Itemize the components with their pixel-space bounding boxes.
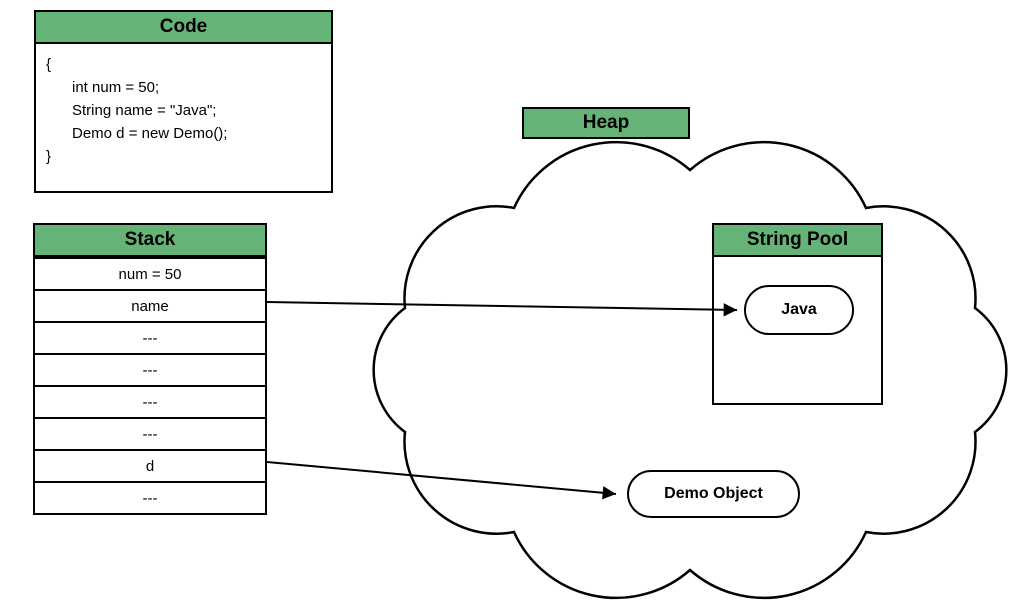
stack-header: Stack — [35, 225, 265, 257]
code-line: { — [46, 56, 52, 73]
heap-cloud-outline — [372, 140, 1008, 600]
stack-row-name: name — [35, 289, 265, 321]
code-box: Code { int num = 50; String name = "Java… — [34, 10, 333, 193]
code-line: int num = 50; — [72, 79, 160, 96]
string-pool-header: String Pool — [714, 225, 881, 257]
stack-table: Stack num = 50 name --- --- --- --- d --… — [33, 223, 267, 515]
java-string-object-label: Java — [781, 301, 817, 318]
stack-row-empty: --- — [35, 353, 265, 385]
java-string-object: Java — [744, 285, 854, 335]
demo-object-label: Demo Object — [664, 485, 763, 502]
code-body: { int num = 50; String name = "Java"; De… — [36, 44, 331, 168]
code-line: String name = "Java"; — [72, 102, 217, 119]
string-pool-body — [714, 257, 881, 435]
code-line: Demo d = new Demo(); — [72, 125, 228, 142]
stack-row-empty: --- — [35, 481, 265, 513]
heap-label: Heap — [522, 107, 690, 139]
code-line: } — [46, 148, 52, 165]
stack-row-empty: --- — [35, 321, 265, 353]
stack-row-empty: --- — [35, 385, 265, 417]
code-box-title: Code — [159, 16, 208, 37]
stack-row-num: num = 50 — [35, 257, 265, 289]
string-pool-title: String Pool — [746, 229, 849, 250]
heap-label-text: Heap — [582, 112, 630, 133]
stack-title: Stack — [124, 229, 176, 250]
stack-row-d: d — [35, 449, 265, 481]
demo-object: Demo Object — [627, 470, 800, 518]
code-box-header: Code — [36, 12, 331, 44]
stack-row-empty: --- — [35, 417, 265, 449]
